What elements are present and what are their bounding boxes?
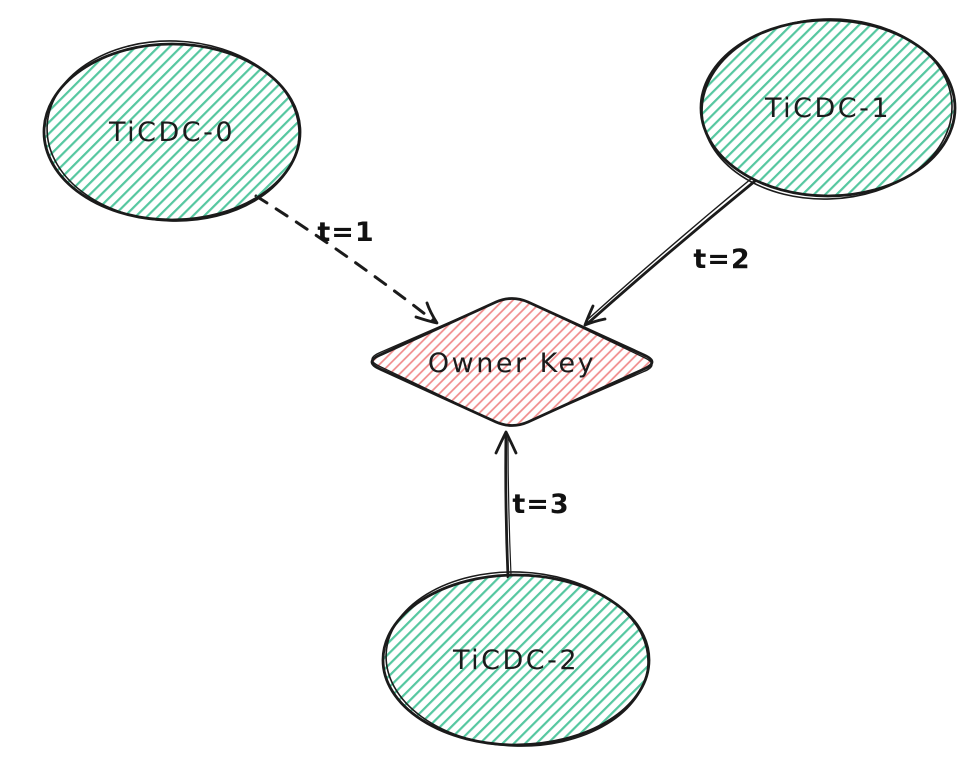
node-ticdc-2: TiCDC-2 (381, 571, 651, 747)
node-ticdc-2-shape (381, 573, 651, 747)
node-owner-key-sketch-outline (371, 297, 653, 427)
edge-t3-arrowhead-icon (494, 430, 518, 455)
edge-t2-arrowhead-icon (583, 304, 607, 327)
edge-t2-line-sketch (585, 177, 753, 322)
node-ticdc-1: TiCDC-1 (699, 18, 957, 200)
edge-t3-line-sketch (507, 435, 512, 576)
edge-t1-line (254, 194, 436, 323)
node-owner-key: Owner Key (370, 297, 654, 427)
node-ticdc-2-sketch-outline (385, 571, 649, 747)
edge-t1: t=1 (254, 194, 439, 325)
node-owner-key-label: Owner Key (428, 348, 596, 379)
edge-t2-label: t=2 (693, 244, 750, 275)
node-ticdc-0-label: TiCDC-0 (108, 117, 235, 148)
edge-t3: t=3 (494, 430, 569, 579)
edge-t2: t=2 (583, 177, 757, 327)
edge-t1-label: t=1 (317, 217, 374, 248)
node-ticdc-0: TiCDC-0 (42, 40, 302, 222)
node-ticdc-1-label: TiCDC-1 (764, 93, 891, 124)
node-ticdc-0-sketch-outline (46, 40, 300, 222)
edge-t1-arrowhead-icon (414, 301, 439, 325)
edge-t2-line (585, 179, 757, 326)
node-ticdc-2-label: TiCDC-2 (452, 645, 579, 676)
node-ticdc-1-shape (699, 18, 957, 198)
node-ticdc-1-sketch-outline (701, 18, 953, 200)
node-ticdc-0-shape (42, 42, 302, 222)
edge-t3-label: t=3 (512, 489, 569, 520)
edge-t3-line (504, 431, 510, 579)
